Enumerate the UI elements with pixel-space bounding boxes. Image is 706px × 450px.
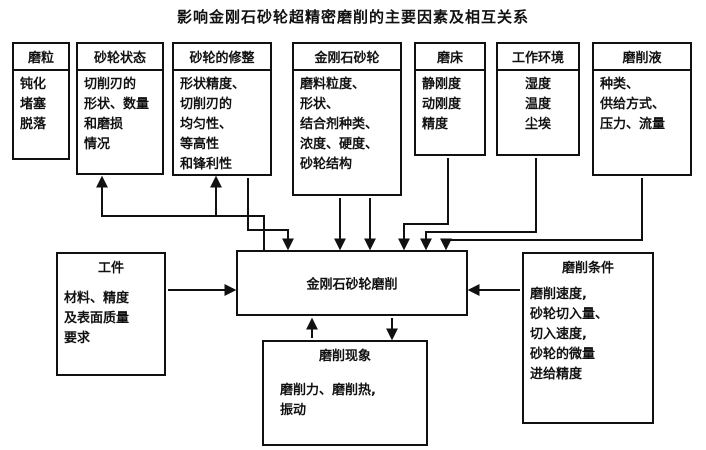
diagram-title: 影响金刚石砂轮超精密磨削的主要因素及相互关系: [176, 8, 529, 26]
box-environment: 工作环境 湿度 温度 尘埃: [496, 42, 580, 156]
box-grinding-fluid-head: 磨削液: [594, 44, 690, 71]
box-wheel-state-head: 砂轮状态: [78, 44, 162, 71]
box-grinder-head: 磨床: [416, 44, 484, 71]
box-grinding-phenomena-head: 磨削现象: [318, 349, 371, 364]
box-grinding-fluid: 磨削液 种类、 供给方式、 压力、流量: [592, 42, 692, 176]
center-grinding-label: 金刚石砂轮磨削: [306, 277, 398, 293]
box-grinding-conditions-body: 磨削速度, 砂轮切入量、 切入速度, 砂轮的微量 进给精度: [530, 287, 609, 382]
box-grinding-phenomena-body: 磨削力、磨削热, 振动: [280, 383, 376, 418]
box-wheel-state-body: 切削刃的 形状、数量 和磨损 情况: [84, 77, 150, 152]
box-abrasive-grain-body: 钝化 堵塞 脱落: [20, 77, 47, 132]
box-grinding-conditions-head: 磨削条件: [561, 261, 614, 276]
box-workpiece-head: 工件: [97, 261, 124, 276]
box-abrasive-grain: 磨粒 钝化 堵塞 脱落: [12, 42, 70, 160]
link-center-to-wheel-state: [96, 175, 265, 250]
box-diamond-wheel: 金刚石砂轮 磨料粒度、 形状、 结合剂种类、 浓度、硬度、 砂轮结构: [292, 42, 402, 196]
box-workpiece: 工件 材料、精度 及表面质量 要求: [56, 252, 166, 376]
box-wheel-state: 砂轮状态 切削刃的 形状、数量 和磨损 情况: [76, 42, 164, 175]
box-center-grinding: 金刚石砂轮磨削: [236, 250, 468, 316]
link-grinder-to-center: [398, 158, 449, 251]
box-environment-body: 湿度 温度 尘埃: [524, 77, 551, 132]
box-environment-head: 工作环境: [498, 44, 578, 71]
box-diamond-wheel-body: 磨料粒度、 形状、 结合剂种类、 浓度、硬度、 砂轮结构: [300, 77, 379, 172]
box-grinding-fluid-body: 种类、 供给方式、 压力、流量: [600, 77, 666, 132]
box-wheel-dressing: 砂轮的修整 形状精度、 切削刃的 均匀性、 等高性 和锋利性: [172, 42, 272, 176]
box-grinder-body: 静刚度 动刚度 精度: [422, 77, 462, 132]
box-diamond-wheel-head: 金刚石砂轮: [294, 44, 400, 71]
box-workpiece-body: 材料、精度 及表面质量 要求: [64, 291, 130, 346]
link-environment-to-center: [420, 158, 537, 251]
box-grinding-conditions: 磨削条件 磨削速度, 砂轮切入量、 切入速度, 砂轮的微量 进给精度: [522, 252, 654, 424]
box-grinding-phenomena: 磨削现象 磨削力、磨削热, 振动: [262, 340, 428, 446]
box-wheel-dressing-body: 形状精度、 切削刃的 均匀性、 等高性 和锋利性: [180, 77, 246, 172]
link-dressing-to-center: [247, 178, 294, 251]
box-abrasive-grain-head: 磨粒: [14, 44, 68, 71]
box-wheel-dressing-head: 砂轮的修整: [174, 44, 270, 71]
link-fluid-to-center: [440, 178, 643, 251]
box-grinder: 磨床 静刚度 动刚度 精度: [414, 42, 486, 156]
